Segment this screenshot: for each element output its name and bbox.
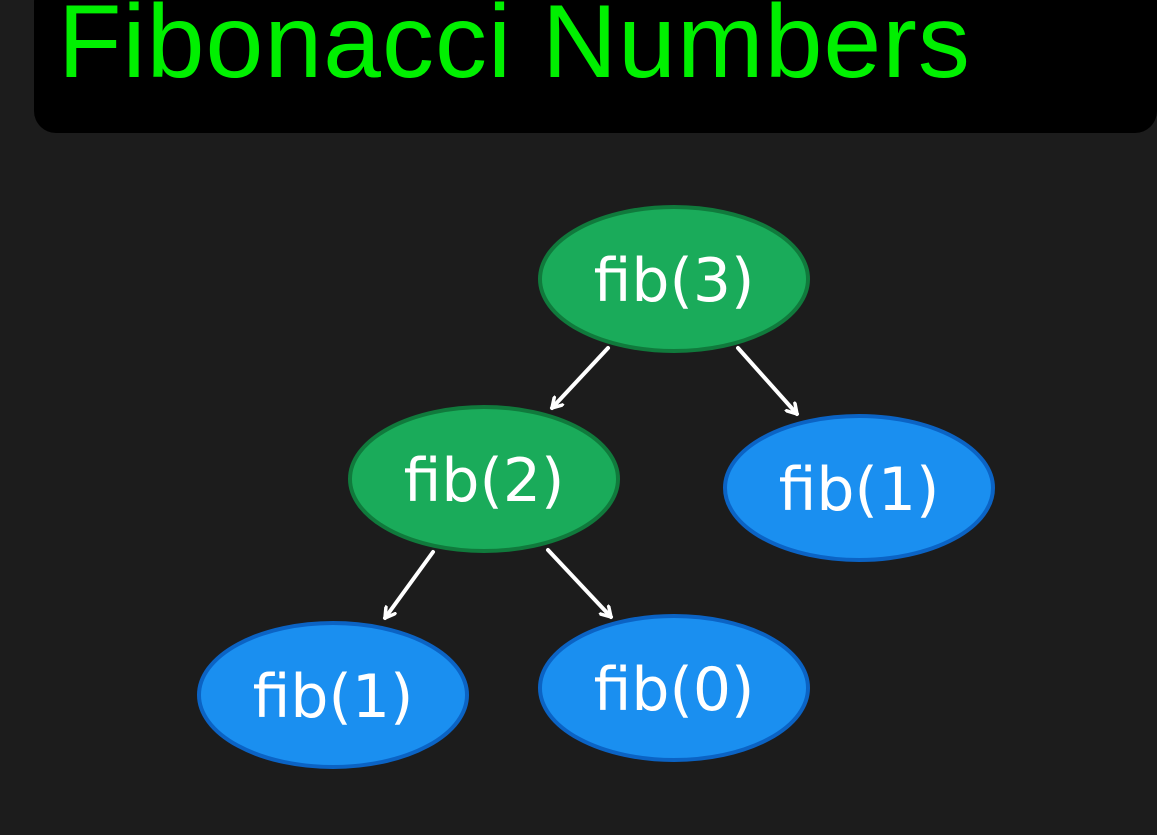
node-fib1-right: fib(1) (723, 414, 995, 562)
slide-title: Fibonacci Numbers (58, 0, 971, 100)
node-fib1-left-label: fib(1) (253, 662, 414, 732)
node-fib0: fib(0) (538, 614, 810, 762)
title-bar (34, 0, 1157, 133)
node-fib2-label: fib(2) (404, 446, 565, 516)
edge-fib3-to-fib1-right (736, 346, 799, 416)
edge-fib2-to-fib1-left (383, 550, 435, 620)
node-fib3-label: fib(3) (594, 246, 755, 316)
edge-fib2-to-fib0 (546, 548, 613, 619)
node-fib1-left: fib(1) (197, 621, 469, 769)
node-fib2: fib(2) (348, 405, 620, 553)
node-fib1-right-label: fib(1) (779, 455, 940, 525)
node-fib3: fib(3) (538, 205, 810, 353)
edge-fib3-to-fib2 (550, 346, 610, 410)
node-fib0-label: fib(0) (594, 655, 755, 725)
